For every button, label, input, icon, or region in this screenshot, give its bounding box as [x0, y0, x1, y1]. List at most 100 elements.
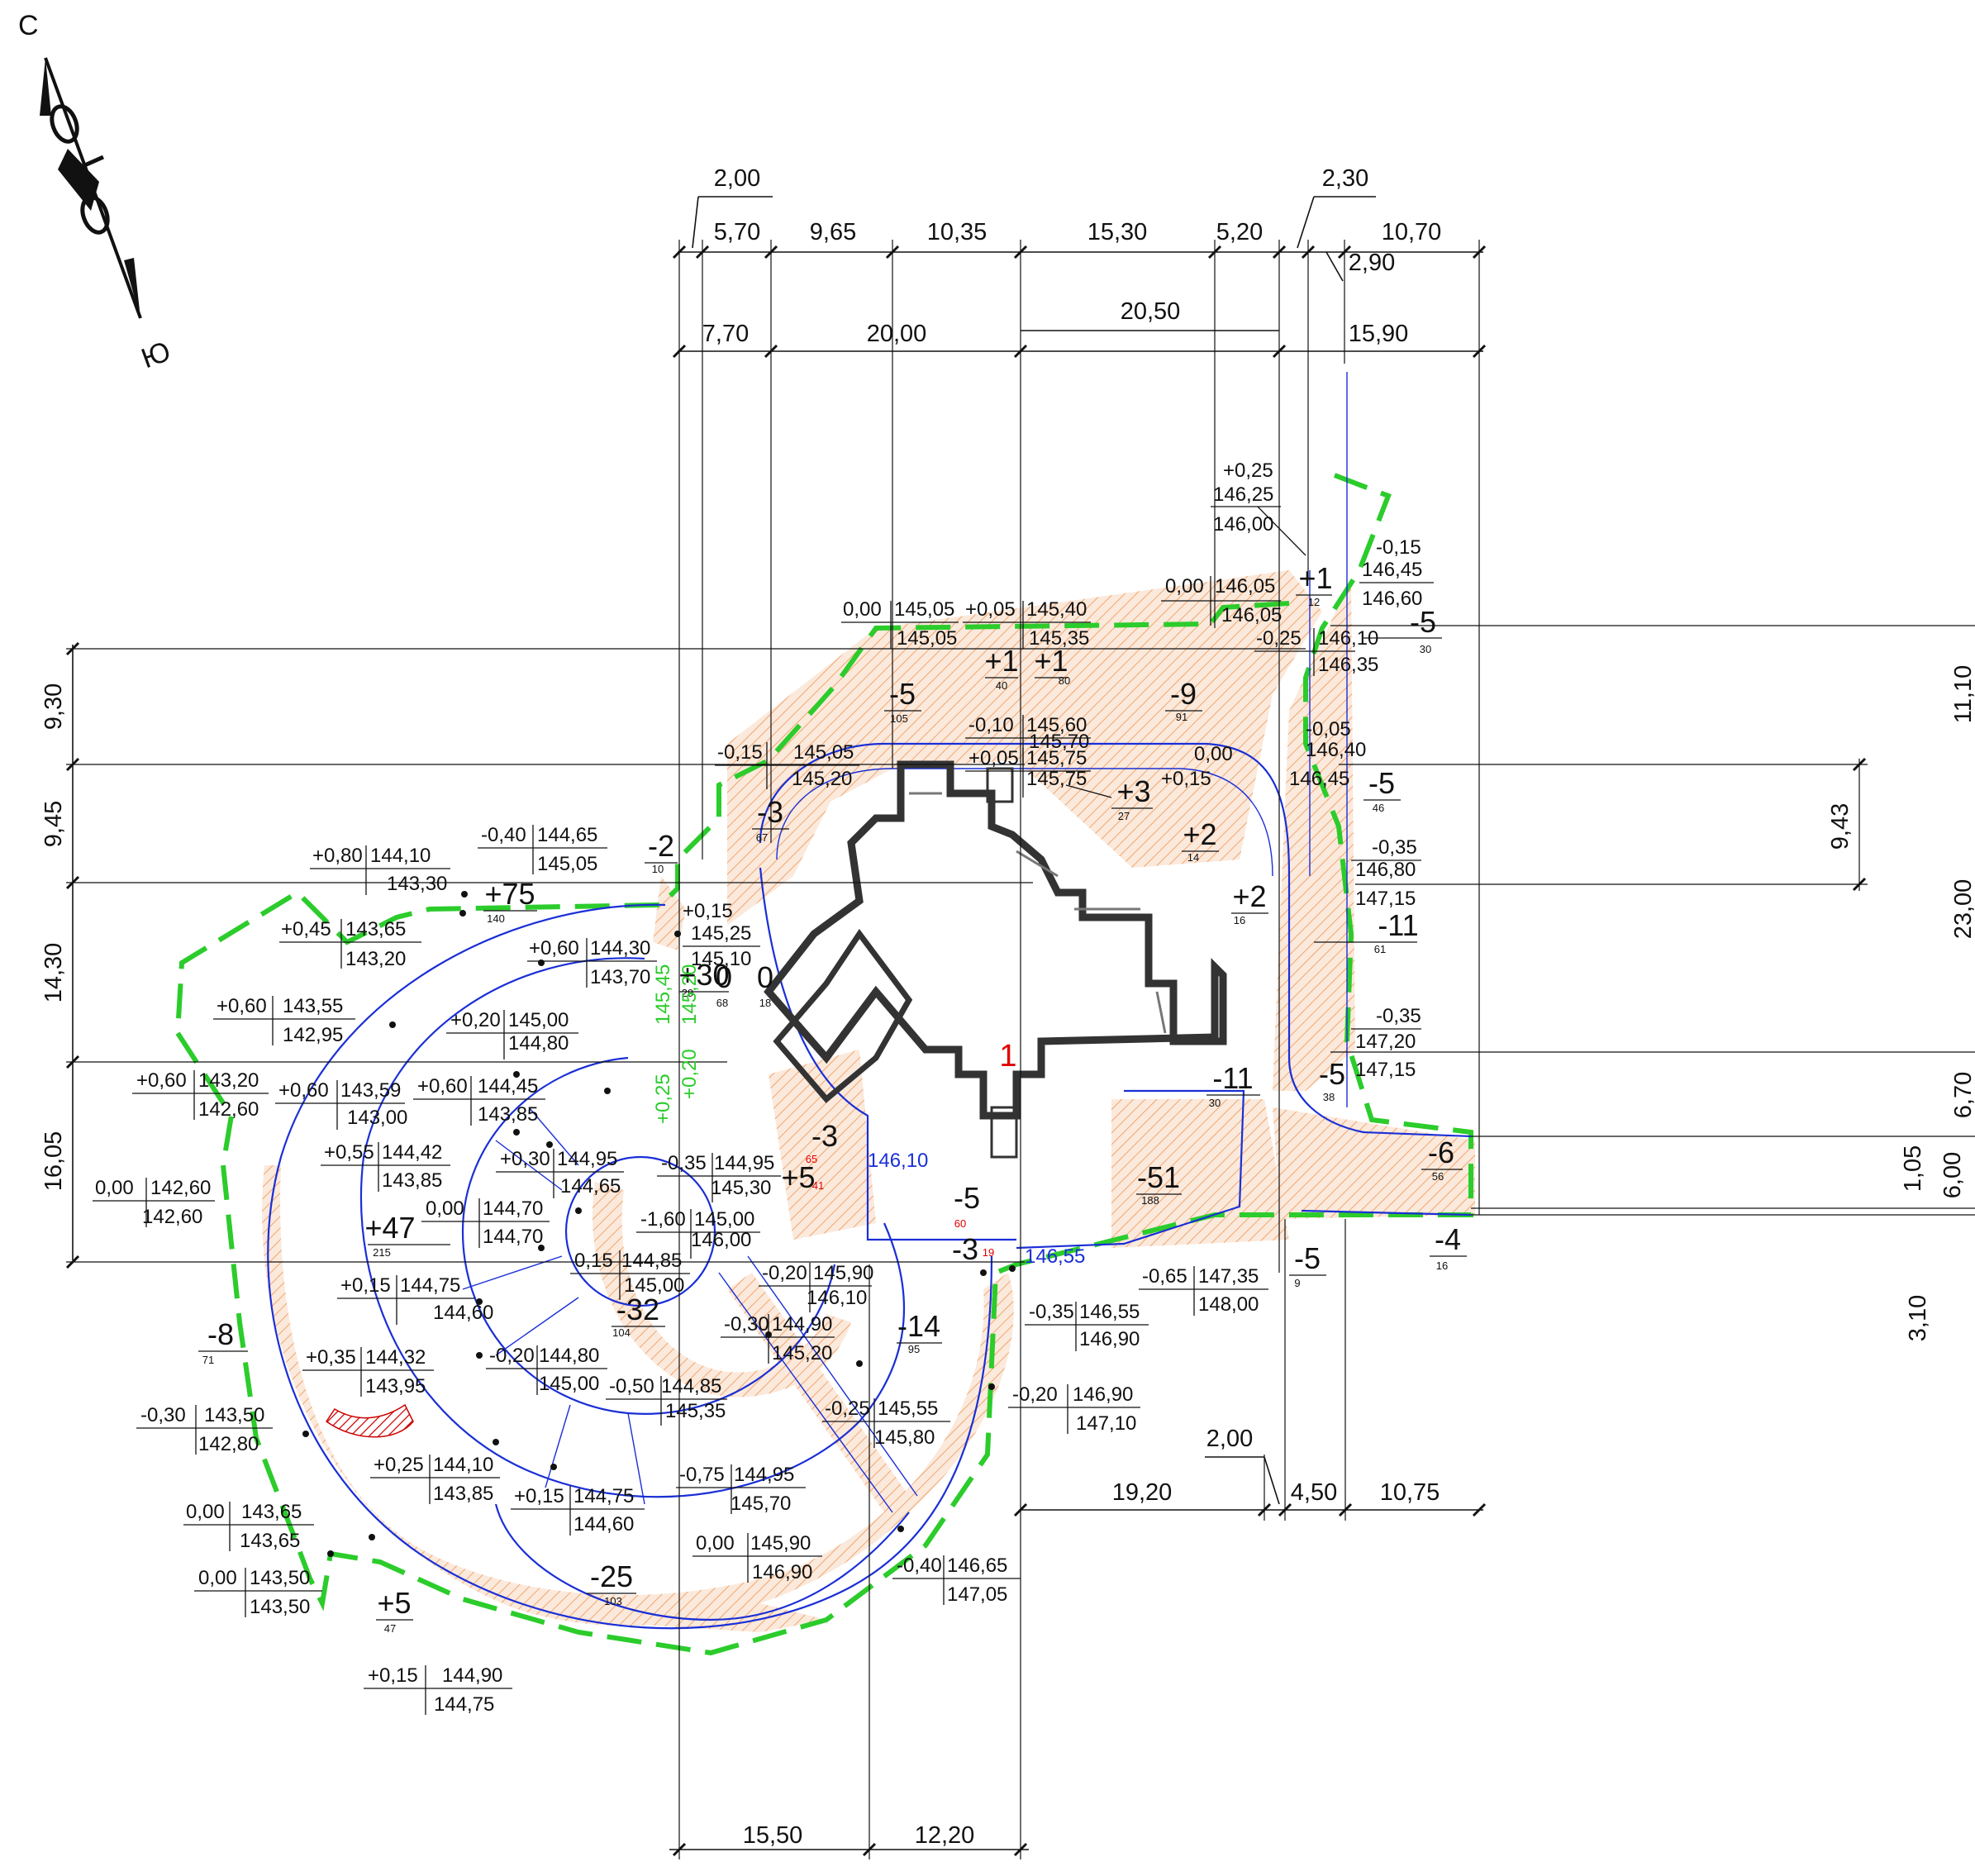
svg-text:144,75: 144,75: [434, 1693, 494, 1716]
volume-marker: -210: [645, 829, 678, 875]
dim-top-15-90: 15,90: [1349, 321, 1409, 347]
dim-right-6-70: 6,70: [1950, 1072, 1975, 1118]
svg-text:143,85: 143,85: [433, 1483, 493, 1505]
volume-marker: -560: [954, 1181, 980, 1230]
volume-marker: +140: [984, 644, 1018, 692]
dim-top-ticks: [672, 245, 1487, 359]
zone-west-corner: [653, 876, 686, 950]
svg-text:46: 46: [1373, 802, 1384, 814]
svg-text:145,05: 145,05: [537, 853, 597, 875]
svg-text:140: 140: [487, 912, 505, 925]
svg-text:144,70: 144,70: [483, 1226, 543, 1248]
volume-marker: +547: [376, 1586, 413, 1635]
svg-text:144,60: 144,60: [433, 1302, 493, 1324]
svg-text:146,00: 146,00: [1213, 513, 1273, 536]
zone-southeast: [1111, 1099, 1289, 1248]
volume-marker: -871: [198, 1317, 248, 1366]
svg-text:9: 9: [1294, 1277, 1300, 1289]
svg-text:143,30: 143,30: [387, 873, 447, 895]
svg-text:-25: -25: [590, 1559, 633, 1593]
dim-left-14-30: 14,30: [40, 943, 67, 1003]
svg-text:146,35: 146,35: [1318, 654, 1378, 676]
svg-text:47: 47: [384, 1622, 396, 1635]
svg-text:145,25: 145,25: [691, 922, 751, 945]
svg-text:104: 104: [612, 1326, 631, 1339]
svg-text:145,00: 145,00: [508, 1009, 569, 1031]
svg-text:-0,30: -0,30: [724, 1313, 769, 1336]
svg-text:-32: -32: [616, 1293, 659, 1326]
svg-text:+0,05: +0,05: [965, 598, 1016, 621]
svg-text:144,90: 144,90: [442, 1664, 502, 1687]
svg-text:145,40: 145,40: [1026, 598, 1087, 621]
volume-marker: +180: [1034, 644, 1070, 687]
svg-text:65: 65: [806, 1153, 817, 1165]
volume-marker: +112: [1296, 561, 1333, 608]
svg-text:144,10: 144,10: [370, 845, 431, 867]
dim-mid-2-00-diag: [1264, 1456, 1280, 1505]
compass-body: [58, 149, 99, 211]
svg-text:30: 30: [1420, 643, 1431, 655]
zone-central-stair: [769, 1050, 876, 1240]
svg-text:-0,15: -0,15: [1376, 536, 1421, 559]
svg-text:144,75: 144,75: [573, 1485, 634, 1507]
svg-text:14: 14: [1187, 851, 1199, 864]
svg-text:-0,05: -0,05: [1306, 718, 1351, 740]
svg-text:147,20: 147,20: [1355, 1031, 1416, 1053]
svg-text:-0,40: -0,40: [481, 824, 526, 846]
dim-top-2-00: 2,00: [714, 165, 760, 192]
svg-text:147,05: 147,05: [947, 1583, 1007, 1606]
svg-text:143,65: 143,65: [240, 1530, 300, 1552]
dim-top-7-70: 7,70: [702, 321, 749, 347]
dim-right-ticks: [1852, 757, 1867, 892]
dim-bottom-15-50: 15,50: [743, 1822, 803, 1849]
svg-text:145,35: 145,35: [1029, 627, 1089, 650]
svg-text:145,05: 145,05: [897, 627, 957, 650]
compass-needle-north: [40, 58, 51, 116]
svg-text:142,60: 142,60: [150, 1177, 211, 1199]
svg-text:10: 10: [652, 863, 664, 875]
svg-text:105: 105: [890, 712, 908, 725]
svg-text:+0,25: +0,25: [374, 1454, 424, 1476]
dim-left-16-05: 16,05: [40, 1131, 67, 1192]
dim-mid-2-00: 2,00: [1206, 1426, 1253, 1452]
svg-text:+30: +30: [678, 958, 729, 992]
svg-text:-0,65: -0,65: [1142, 1265, 1187, 1288]
svg-text:+0,05: +0,05: [968, 747, 1019, 769]
svg-text:+0,60: +0,60: [529, 937, 579, 959]
svg-text:-0,20: -0,20: [762, 1262, 807, 1284]
compass-ring-1: [50, 104, 79, 144]
svg-text:+2: +2: [1183, 817, 1216, 851]
svg-text:-3: -3: [757, 795, 783, 829]
svg-text:-51: -51: [1137, 1160, 1180, 1194]
dim-top-10-70: 10,70: [1382, 219, 1442, 245]
svg-text:145,70: 145,70: [731, 1493, 791, 1515]
dim-top-2-00-leader: [692, 196, 699, 249]
svg-text:146,45: 146,45: [1289, 768, 1349, 790]
compass-south-label: Ю: [137, 336, 174, 374]
svg-text:146,10: 146,10: [807, 1287, 867, 1309]
building-stair-south: [990, 1106, 1018, 1159]
svg-text:148,00: 148,00: [1198, 1293, 1259, 1316]
dim-right-1-05: 1,05: [1900, 1145, 1926, 1192]
volume-marker: -416: [1430, 1222, 1467, 1272]
volume-marker: 018: [757, 960, 773, 1009]
compass-rose: С Ю: [18, 10, 174, 374]
svg-text:-1,60: -1,60: [640, 1208, 686, 1231]
svg-text:145,90: 145,90: [750, 1532, 811, 1555]
